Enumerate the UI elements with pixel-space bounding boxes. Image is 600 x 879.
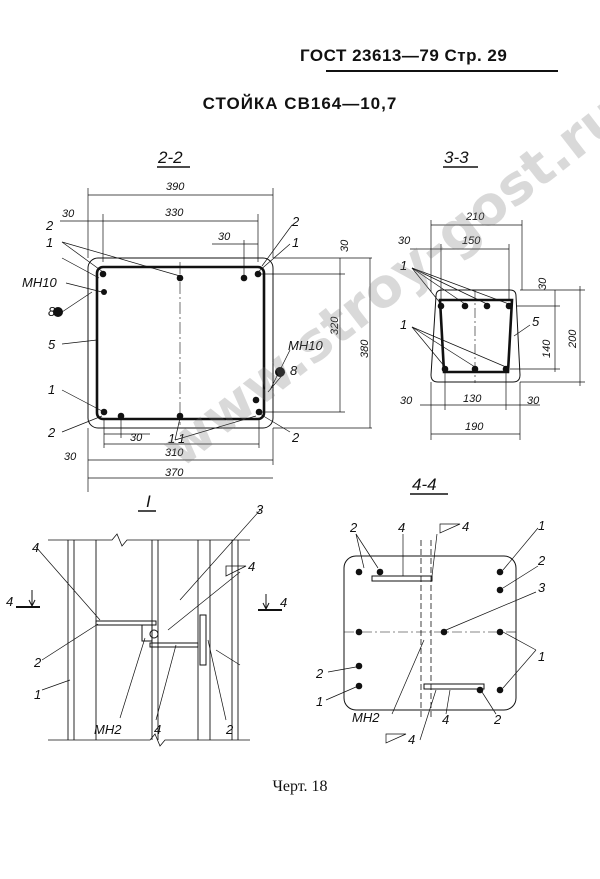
- section-2-2-title: 2-2: [157, 148, 183, 167]
- section-3-3-title: 3-3: [444, 148, 469, 167]
- dim-30-3a: 30: [398, 235, 411, 247]
- label-3-3-5: 5: [532, 314, 540, 329]
- dim-30-a: 30: [62, 208, 75, 220]
- dim-190: 190: [465, 421, 484, 433]
- dim-30-d: 30: [130, 432, 143, 444]
- dim-30-3d: 30: [527, 395, 540, 407]
- section-3-3-bars: [437, 302, 513, 373]
- section-3-3: 3-3 210 30 150 30 200: [398, 148, 585, 440]
- section-4-4-label-mh2: МН2: [352, 710, 380, 725]
- label-1-b: 1: [292, 235, 299, 250]
- section-3-3-outline: [430, 289, 521, 383]
- section-4-4-label-4-a: 4: [398, 520, 405, 535]
- dim-210: 210: [465, 211, 485, 223]
- dim-30-3c: 30: [400, 395, 413, 407]
- page-title: СТОЙКА СВ164—10,7: [202, 94, 398, 113]
- detail-I-label-3: 3: [256, 502, 264, 517]
- label-2-a: 2: [45, 218, 54, 233]
- section-2-2: 2-2: [22, 148, 372, 492]
- section-4-4-label-3: 3: [538, 580, 546, 595]
- section-4-4-label-2-c: 2: [315, 666, 324, 681]
- section-4-4-bars: [355, 568, 504, 694]
- detail-I-label-2: 2: [33, 655, 42, 670]
- section-2-2-outline: [87, 257, 274, 429]
- section-4-4-label-1-b: 1: [538, 649, 545, 664]
- section-4-4-label-1-a: 1: [538, 518, 545, 533]
- figure-caption: Черт. 18: [272, 778, 328, 795]
- section-4-4-title: 4-4: [412, 475, 437, 494]
- label-2-c: 2: [47, 425, 56, 440]
- detail-I-label-1: 1: [34, 687, 41, 702]
- detail-I: I: [6, 492, 287, 747]
- dim-330: 330: [165, 207, 184, 219]
- section-4-4-weld-4-b: 4: [408, 732, 415, 747]
- label-1-c: 1: [48, 382, 55, 397]
- section-4-4-outline: [343, 555, 517, 711]
- detail-I-label-mh2: МН2: [94, 722, 122, 737]
- section-4-4: 4-4: [315, 475, 546, 747]
- dim-30-b: 30: [218, 231, 231, 243]
- detail-I-label-4-b: 4: [154, 722, 161, 737]
- section-4-4-weld-4-a: 4: [462, 519, 469, 534]
- section-2-2-bars: [99, 270, 263, 420]
- dim-30-e: 30: [64, 451, 77, 463]
- detail-I-arrow-4-left: 4: [6, 594, 13, 609]
- section-3-3-cage: [438, 298, 514, 374]
- label-3-3-1-a: 1: [400, 258, 407, 273]
- label-2-d: 2: [291, 430, 300, 445]
- label-3-3-1-b: 1: [400, 317, 407, 332]
- label-mh10-a: МН10: [22, 275, 57, 290]
- dim-370: 370: [165, 467, 184, 479]
- header-doc-ref: ГОСТ 23613—79 Стр. 29: [300, 46, 508, 65]
- section-4-4-label-1-c: 1: [316, 694, 323, 709]
- dim-310: 310: [165, 447, 184, 459]
- detail-I-arrow-4-right: 4: [280, 595, 287, 610]
- dim-30-3b: 30: [537, 277, 549, 290]
- label-5: 5: [48, 337, 56, 352]
- dim-150: 150: [462, 235, 481, 247]
- label-1-d: 1: [168, 431, 175, 446]
- dim-140: 140: [541, 339, 553, 358]
- section-4-4-label-2-d: 2: [493, 712, 502, 727]
- section-4-4-label-2-b: 2: [537, 553, 546, 568]
- label-1-e: 1: [178, 431, 185, 446]
- dim-390: 390: [166, 181, 185, 193]
- label-2-b: 2: [291, 214, 300, 229]
- detail-I-label-2-b: 2: [225, 722, 234, 737]
- label-8-a: 8: [48, 304, 56, 319]
- detail-I-label-4-a: 4: [32, 540, 39, 555]
- dim-320: 320: [329, 316, 341, 335]
- dim-200: 200: [567, 329, 579, 349]
- dim-380: 380: [359, 339, 371, 358]
- label-1-a: 1: [46, 235, 53, 250]
- detail-I-title: I: [146, 492, 151, 511]
- header-rule: [326, 70, 558, 72]
- section-4-4-label-4-b: 4: [442, 712, 449, 727]
- section-4-4-label-2-a: 2: [349, 520, 358, 535]
- dim-130: 130: [463, 393, 482, 405]
- detail-I-weld-4: 4: [248, 559, 255, 574]
- label-mh10-b: МН10: [288, 338, 323, 353]
- label-8-b: 8: [290, 363, 298, 378]
- dim-30-c: 30: [339, 239, 351, 252]
